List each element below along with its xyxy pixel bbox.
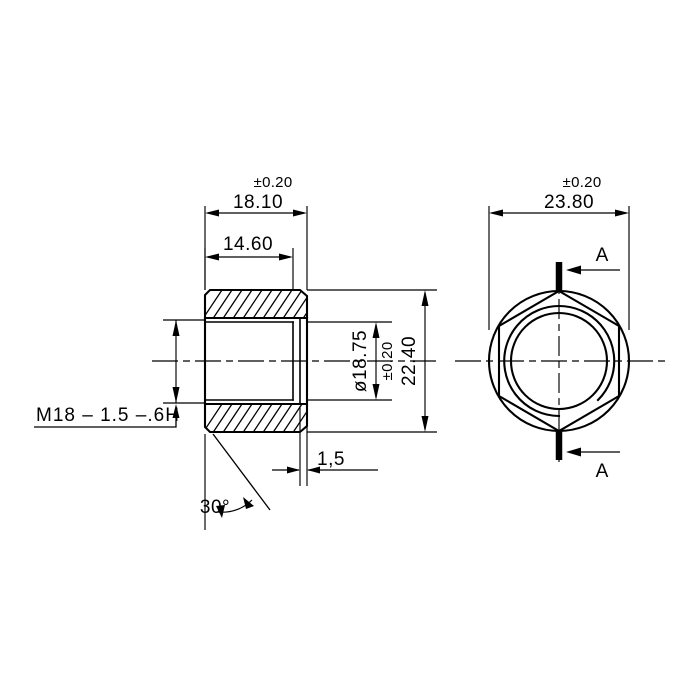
section-view-group: 30° ±0.20 18.10 14.60 xyxy=(34,174,440,530)
bore-lines xyxy=(203,316,309,406)
dimension-text-1875: ø18.75 xyxy=(350,330,371,392)
section-arrowhead-top xyxy=(566,265,581,275)
thread-note-arrowhead xyxy=(172,404,180,418)
section-mark-top: A xyxy=(555,245,620,292)
section-arrowhead-bottom xyxy=(566,447,581,457)
thread-minor-circle xyxy=(509,311,609,411)
thread-note-text: M18 – 1.5 –.6H xyxy=(36,405,180,426)
section-label-top: A xyxy=(596,245,609,266)
arrow-bottom-1875 xyxy=(372,384,380,400)
arrow-right-1810 xyxy=(293,209,307,217)
bottom-wall-hatching xyxy=(205,404,307,432)
arrow-right-2380 xyxy=(615,209,629,217)
tolerance-text-1810: ±0.20 xyxy=(254,174,293,191)
angle-arrow-left xyxy=(216,505,225,518)
arrow-top-2240 xyxy=(421,290,429,306)
dimension-text-1810: 18.10 xyxy=(233,192,283,213)
dim-thread-length: 14.60 xyxy=(204,234,294,290)
dim-across-flats: 22.40 ±0.20 xyxy=(307,289,437,433)
arrow-left-1460 xyxy=(205,253,219,261)
arrow-right-1460 xyxy=(279,253,293,261)
dimension-text-1460: 14.60 xyxy=(223,234,273,255)
section-label-bottom: A xyxy=(596,461,609,482)
dimension-text-2240: 22.40 xyxy=(399,336,420,386)
dim-bore-diameter: ø18.75 xyxy=(307,321,392,401)
arrow-top-1875 xyxy=(372,322,380,338)
arrow-right-in-15 xyxy=(287,466,300,474)
arrow-left-2380 xyxy=(489,209,503,217)
arrow-left-1810 xyxy=(205,209,219,217)
thread-arrow-bottom xyxy=(172,387,180,403)
chamfer-leader-line xyxy=(212,433,271,511)
thread-note-group: M18 – 1.5 –.6H xyxy=(34,319,205,428)
tolerance-text-2240: ±0.20 xyxy=(379,342,396,381)
arrow-left-in-15 xyxy=(307,466,320,474)
dimension-text-2380: 23.80 xyxy=(544,192,594,213)
thread-arrow-top xyxy=(172,320,180,336)
section-mark-bottom: A xyxy=(555,430,620,482)
dim-overall-length: ±0.20 18.10 xyxy=(204,174,308,290)
angle-dimension-text: 30° xyxy=(200,497,230,518)
thread-major-arc xyxy=(503,304,616,418)
top-wall-hatching xyxy=(205,290,307,318)
tolerance-text-2380: ±0.20 xyxy=(563,174,602,191)
dim-flange-thickness: 1,5 xyxy=(272,406,378,486)
end-view-group: ±0.20 23.80 A A xyxy=(455,174,665,482)
dimension-text-15: 1,5 xyxy=(317,449,345,470)
arrow-bottom-2240 xyxy=(421,416,429,432)
angle-arrow-right xyxy=(243,497,254,509)
dim-across-corners: ±0.20 23.80 xyxy=(488,174,630,330)
